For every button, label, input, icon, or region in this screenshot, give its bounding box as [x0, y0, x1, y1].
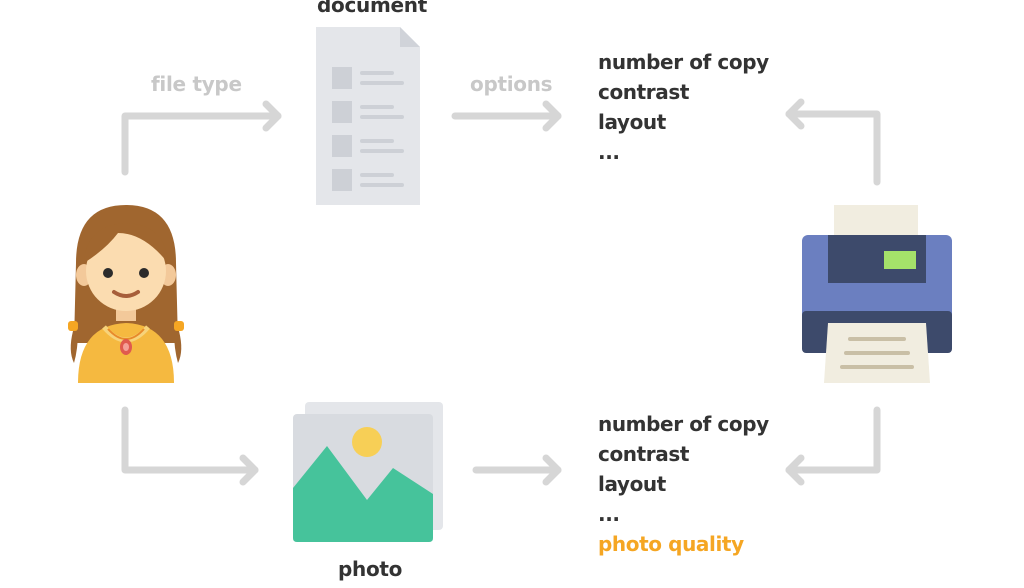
photo-label: photo: [338, 557, 403, 581]
option-photo-quality: photo quality: [598, 532, 744, 556]
arrow-printer-to-photo-options: [785, 406, 881, 486]
document-options-list: number of copy contrast layout ...: [598, 47, 769, 167]
edge-label-file-type: file type: [151, 72, 242, 96]
option-contrast: contrast: [598, 442, 690, 466]
photo-icon: [293, 402, 443, 542]
document-icon: [316, 27, 420, 205]
girl-avatar-icon: [68, 205, 184, 383]
option-ellipsis: ...: [598, 502, 620, 526]
edge-label-options: options: [470, 72, 553, 96]
arrow-user-to-document: [121, 100, 282, 176]
option-number-of-copy: number of copy: [598, 50, 769, 74]
arrow-user-to-photo: [121, 406, 259, 486]
photo-options-list: number of copy contrast layout ... photo…: [598, 409, 769, 559]
arrow-photo-to-options: [472, 454, 562, 486]
option-number-of-copy: number of copy: [598, 412, 769, 436]
printer-icon: [802, 205, 952, 383]
option-contrast: contrast: [598, 80, 690, 104]
document-label: document: [317, 0, 427, 17]
arrow-document-to-options: [451, 100, 562, 132]
arrow-printer-to-document-options: [785, 98, 881, 186]
option-layout: layout: [598, 110, 666, 134]
option-ellipsis: ...: [598, 140, 620, 164]
option-layout: layout: [598, 472, 666, 496]
